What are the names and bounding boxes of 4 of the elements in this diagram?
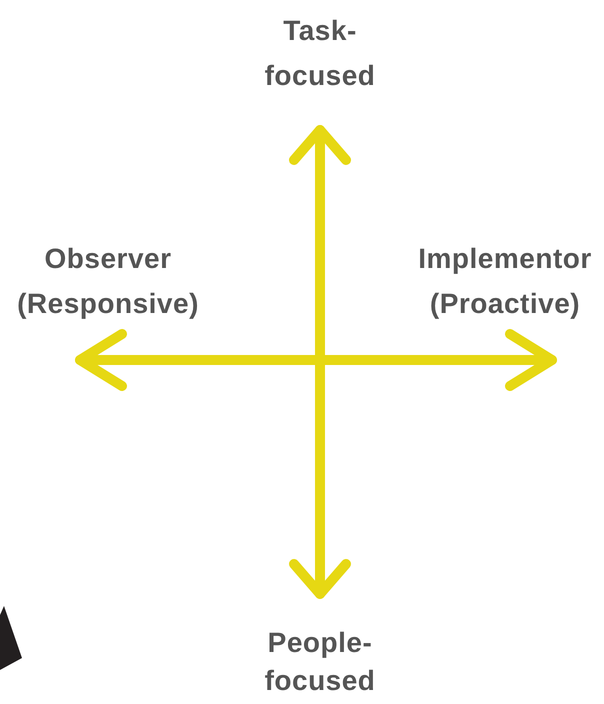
axis-label: Observer (Responsive) xyxy=(16,242,200,321)
axis-label: Implementor (Proactive) xyxy=(417,242,593,321)
axis-label: Task-focused xyxy=(264,14,376,93)
axis-label: People-focused xyxy=(264,626,376,698)
